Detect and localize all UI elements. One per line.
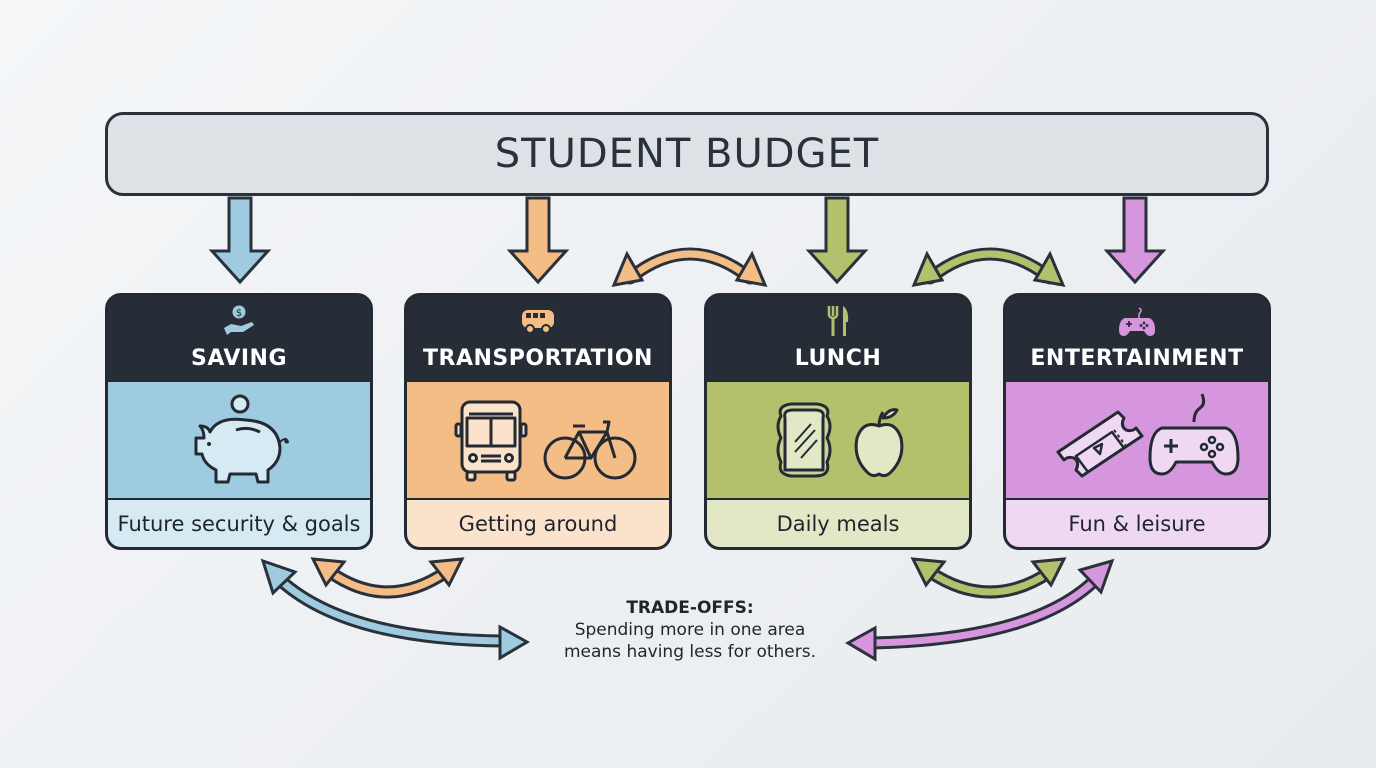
card-title: TRANSPORTATION xyxy=(423,346,653,371)
budget-header-box: STUDENT BUDGET xyxy=(105,112,1269,196)
category-card-entertainment: ENTERTAINMENT xyxy=(1003,293,1271,550)
gamepad-icon xyxy=(1148,393,1240,476)
card-header: LUNCH xyxy=(707,296,969,380)
tradeoffs-note: TRADE-OFFS: Spending more in one area me… xyxy=(520,598,860,663)
card-subtitle: Fun & leisure xyxy=(1006,498,1268,547)
bus-icon xyxy=(522,310,554,334)
card-header: $ SAVING xyxy=(108,296,370,380)
card-title: SAVING xyxy=(190,346,288,371)
down-arrow-lunch xyxy=(805,196,869,285)
tradeoff-arrow-saving-center xyxy=(260,558,531,661)
category-card-transportation: TRANSPORTATION xyxy=(404,293,672,550)
card-title: LUNCH xyxy=(794,346,882,371)
piggy-bank-icon xyxy=(194,394,290,484)
down-arrow-saving xyxy=(208,196,272,285)
category-card-lunch: LUNCH Daily meals xyxy=(704,293,972,550)
gamepad-icon xyxy=(1119,307,1155,336)
tradeoff-arrow-transport-lunch xyxy=(611,247,768,287)
tradeoffs-line-1: Spending more in one area xyxy=(574,620,806,640)
fork-knife-icon xyxy=(827,306,849,336)
card-header: TRANSPORTATION xyxy=(407,296,669,380)
card-subtitle: Future security & goals xyxy=(108,498,370,547)
hand-coin-icon: $ xyxy=(224,305,254,335)
down-arrow-entertainment xyxy=(1103,196,1167,285)
tradeoffs-line-2: means having less for others. xyxy=(563,642,817,662)
tradeoffs-title: TRADE-OFFS: xyxy=(626,598,754,618)
tradeoff-arrow-lunch-entertainment-bottom xyxy=(910,557,1067,599)
ticket-icon xyxy=(1056,410,1144,478)
card-subtitle: Getting around xyxy=(407,498,669,547)
sandwich-icon xyxy=(776,402,832,478)
card-illustration xyxy=(407,380,669,500)
card-illustration xyxy=(108,380,370,500)
card-title: ENTERTAINMENT xyxy=(1030,346,1244,371)
tradeoff-arrow-entertainment-center xyxy=(844,558,1115,662)
card-illustration xyxy=(707,380,969,500)
card-header: ENTERTAINMENT xyxy=(1006,296,1268,380)
bicycle-icon xyxy=(543,420,637,480)
card-illustration xyxy=(1006,380,1268,500)
card-subtitle: Daily meals xyxy=(707,498,969,547)
down-arrow-transportation xyxy=(506,196,570,285)
category-card-saving: $ SAVING Future security & goals xyxy=(105,293,373,550)
apple-icon xyxy=(854,408,904,478)
svg-text:$: $ xyxy=(236,308,242,319)
bus-front-icon xyxy=(454,400,528,482)
tradeoff-arrow-saving-transport xyxy=(310,557,465,599)
budget-title: STUDENT BUDGET xyxy=(494,131,880,177)
tradeoff-arrow-lunch-entertainment xyxy=(911,247,1066,287)
